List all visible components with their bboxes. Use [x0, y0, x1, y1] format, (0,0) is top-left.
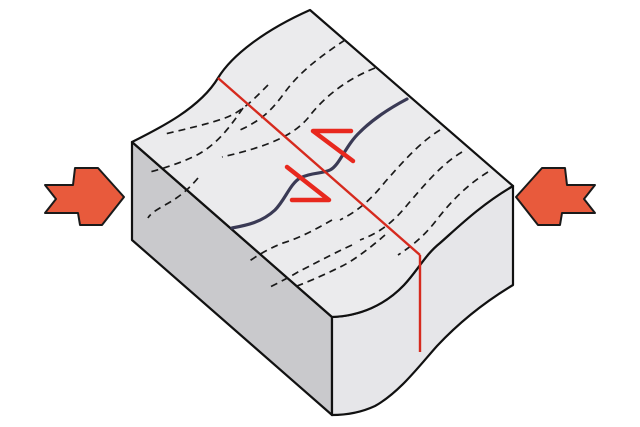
lower-motion-arrow — [284, 164, 332, 203]
compression-arrow-left-icon — [515, 167, 596, 226]
bed-trace-6 — [359, 151, 463, 241]
bed-trace-8 — [267, 244, 353, 289]
dashed-bedding-lines — [147, 39, 489, 289]
fault-trace-top — [217, 77, 421, 256]
bed-trace-10 — [397, 171, 489, 256]
bed-trace-1 — [239, 39, 346, 131]
bed-trace-11 — [147, 177, 199, 219]
marker-bed — [230, 97, 409, 230]
bed-trace-7 — [247, 219, 333, 263]
bed-trace-3 — [164, 84, 269, 135]
bed-trace-2 — [221, 67, 376, 158]
half-arrow-left-icon — [310, 128, 356, 164]
compression-arrow-right-icon — [44, 167, 125, 226]
upper-motion-arrow — [310, 128, 356, 164]
bed-trace-5 — [339, 129, 441, 221]
half-arrow-right-icon — [284, 164, 332, 203]
bed-trace-4 — [149, 107, 244, 173]
bed-trace-9 — [291, 234, 386, 289]
